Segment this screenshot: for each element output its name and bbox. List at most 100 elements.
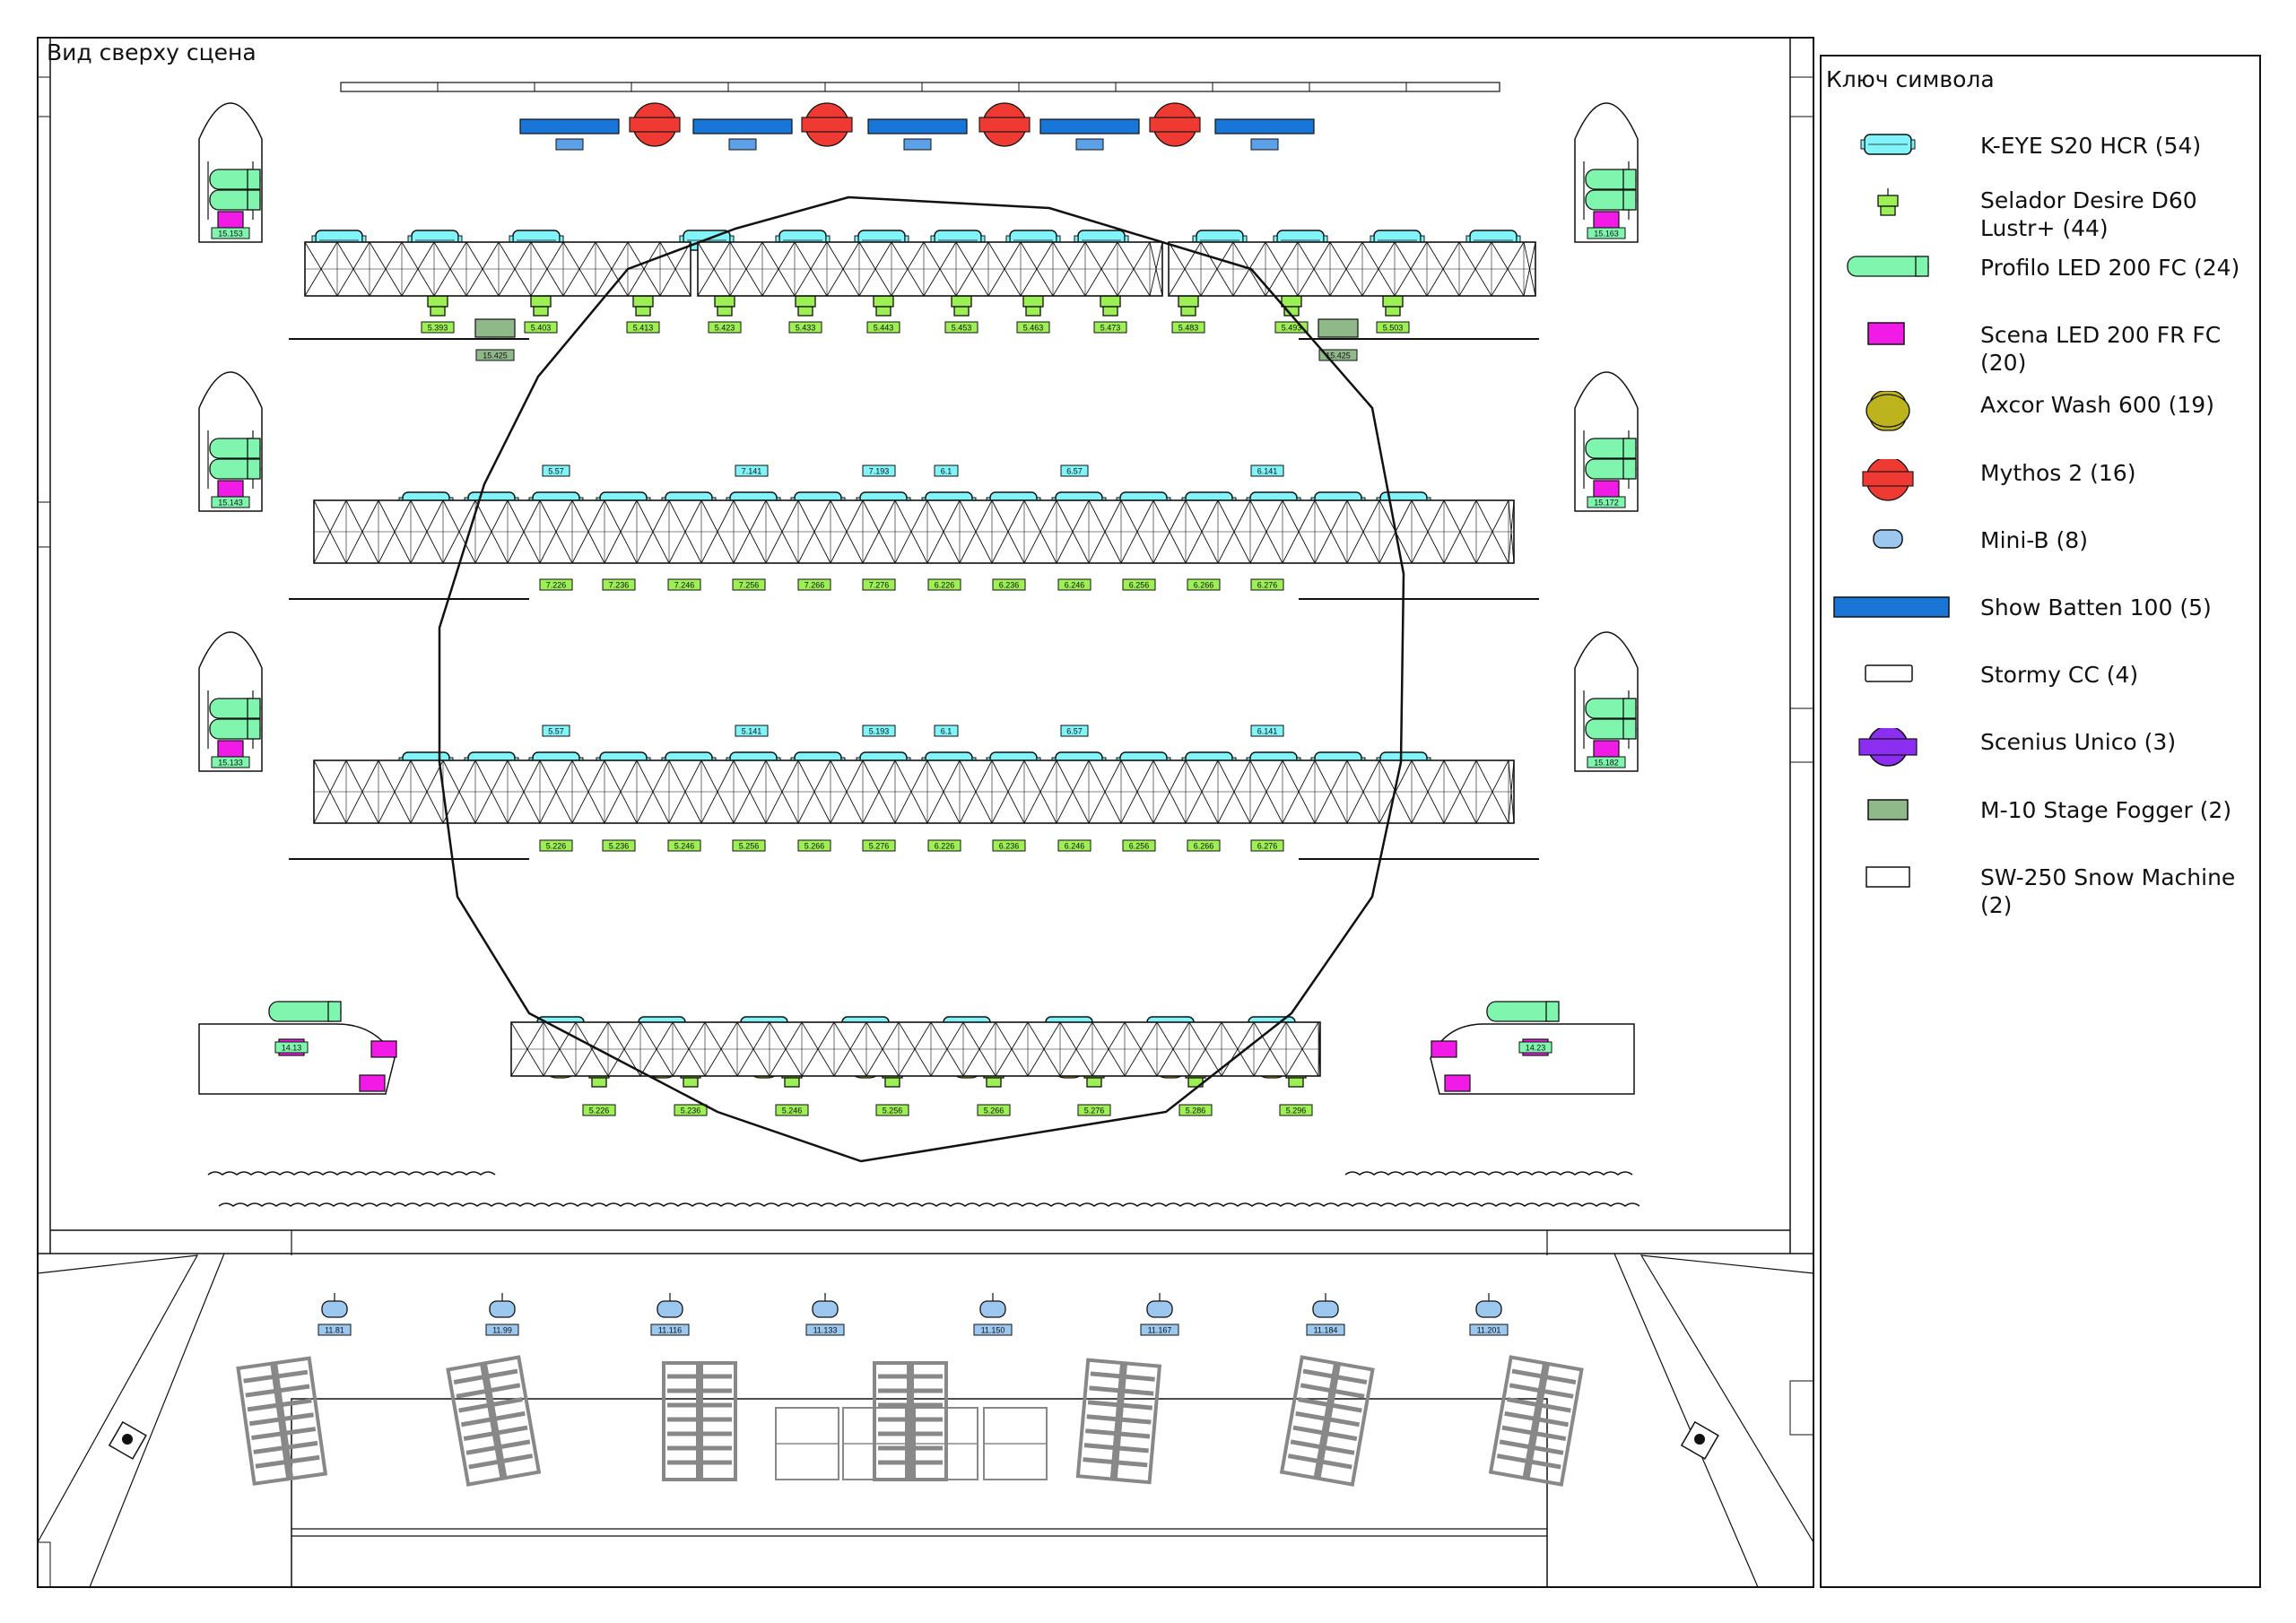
scena-led-fixture	[1593, 480, 1620, 498]
scena-led-fixture	[1593, 740, 1620, 758]
k-eye-s20-fixture	[1860, 134, 1916, 155]
channel-label: 5.256	[739, 842, 760, 851]
channel-tag	[555, 138, 584, 151]
channel-tag	[973, 1324, 1013, 1336]
channel-label: 5.276	[1084, 1107, 1105, 1115]
side-boom: 15.163	[1574, 102, 1639, 243]
selador-desire-fixture	[427, 289, 448, 317]
channel-label: 5.393	[428, 324, 448, 333]
channel-tag	[539, 578, 573, 591]
profilo-led-icon	[1847, 256, 1929, 277]
mini-b-fixture	[321, 1293, 348, 1318]
show-batten-fixture	[1214, 118, 1315, 135]
channel-tag	[1250, 138, 1279, 151]
channel-label: 7.236	[609, 581, 630, 590]
legend-item-label: Scena LED 200 FR FC (20)	[1980, 322, 2222, 376]
legend-item: Mini-B (8)	[1821, 526, 2242, 580]
channel-tag	[728, 138, 757, 151]
legend-item: Selador Desire D60 Lustr+ (44)	[1821, 187, 2242, 241]
channel-label: 6.141	[1257, 727, 1278, 736]
show-batten-fixture	[692, 118, 793, 135]
channel-label: 6.236	[999, 581, 1020, 590]
channel-label: 7.141	[742, 467, 762, 476]
channel-label: 6.236	[999, 842, 1020, 851]
channel-tag	[903, 138, 932, 151]
stormy-cc-icon	[1865, 664, 1913, 682]
channel-label: 5.246	[782, 1107, 803, 1115]
channel-tag	[602, 839, 636, 852]
profilo-led-fixture	[209, 189, 261, 211]
channel-label: 5.256	[883, 1107, 903, 1115]
legend-item-label: Show Batten 100 (5)	[1980, 595, 2212, 621]
m10-fogger-fixture	[1318, 318, 1359, 338]
mini-b-fixture	[812, 1293, 839, 1318]
channel-label: 7.193	[869, 467, 890, 476]
mini-b-fixture	[1146, 1293, 1173, 1318]
channel-label: 11.99	[492, 1326, 512, 1335]
channel-tag	[1187, 839, 1221, 852]
profilo-led-fixture	[268, 1001, 342, 1022]
profilo-led-fixture	[209, 718, 261, 740]
crowd-barrier	[236, 1356, 328, 1486]
channel-tag	[1250, 839, 1284, 852]
channel-label: 6.226	[935, 842, 955, 851]
mythos-fixture	[978, 102, 1031, 147]
channel-label: 11.184	[1314, 1326, 1338, 1335]
axcor-wash-fixture	[1866, 391, 1910, 431]
channel-label: 5.403	[531, 324, 552, 333]
scena-led-icon	[1867, 322, 1905, 345]
channel-tag	[211, 756, 250, 768]
scena-led-fixture	[1431, 1040, 1457, 1058]
channel-tag	[626, 321, 660, 334]
channel-label: 5.443	[874, 324, 894, 333]
channel-label: 11.81	[325, 1326, 344, 1335]
channel-label: 5.453	[952, 324, 972, 333]
channel-label: 5.493	[1282, 324, 1302, 333]
channel-label: 5.266	[984, 1107, 1004, 1115]
channel-tag	[1187, 578, 1221, 591]
side-boom: 15.133	[198, 631, 263, 772]
mythos-icon	[1862, 459, 1914, 501]
channel-label: 6.57	[1066, 467, 1083, 476]
legend-item: Scenius Unico (3)	[1821, 728, 2242, 782]
legend-item: SW-250 Snow Machine (2)	[1821, 864, 2242, 918]
channel-label: 6.226	[935, 581, 955, 590]
channel-tag	[1122, 839, 1156, 852]
channel-tag	[977, 1104, 1011, 1116]
legend-item-label: Stormy CC (4)	[1980, 662, 2139, 688]
channel-label: 5.266	[804, 842, 825, 851]
channel-label: 5.286	[1186, 1107, 1206, 1115]
scena-led-fixture	[217, 740, 244, 758]
channel-tag	[875, 1104, 909, 1116]
channel-label: 11.167	[1148, 1326, 1172, 1335]
channel-tag	[602, 578, 636, 591]
channel-tag	[1057, 839, 1091, 852]
crowd-barrier	[873, 1361, 948, 1481]
mini-b-fixture	[657, 1293, 683, 1318]
channel-tag	[1376, 321, 1410, 334]
mythos-fixture	[1862, 459, 1914, 501]
show-batten-fixture	[867, 118, 968, 135]
scena-led-fixture	[217, 480, 244, 498]
channel-tag	[650, 1324, 690, 1336]
channel-label: 5.226	[546, 842, 567, 851]
channel-label: 7.246	[674, 581, 695, 590]
channel-label: 5.483	[1178, 324, 1199, 333]
channel-tag	[735, 725, 769, 737]
channel-tag	[1518, 1041, 1552, 1054]
scenius-unico-icon	[1858, 728, 1918, 767]
legend-item-label: Axcor Wash 600 (19)	[1980, 392, 2214, 418]
channel-tag	[1279, 1104, 1313, 1116]
channel-label: 5.226	[589, 1107, 610, 1115]
sw250-snow-icon	[1866, 866, 1910, 888]
channel-tag	[797, 578, 831, 591]
channel-label: 6.1	[941, 727, 952, 736]
selador-desire-fixture	[1178, 289, 1199, 317]
channel-tag	[1178, 1104, 1213, 1116]
legend-item-label: Profilo LED 200 FC (24)	[1980, 255, 2240, 281]
m10-fogger-icon	[1867, 799, 1909, 820]
channel-label: 15.425	[1326, 352, 1351, 360]
profilo-led-fixture	[1486, 1001, 1560, 1022]
channel-tag	[1060, 725, 1089, 737]
speaker-icon	[108, 1420, 147, 1460]
